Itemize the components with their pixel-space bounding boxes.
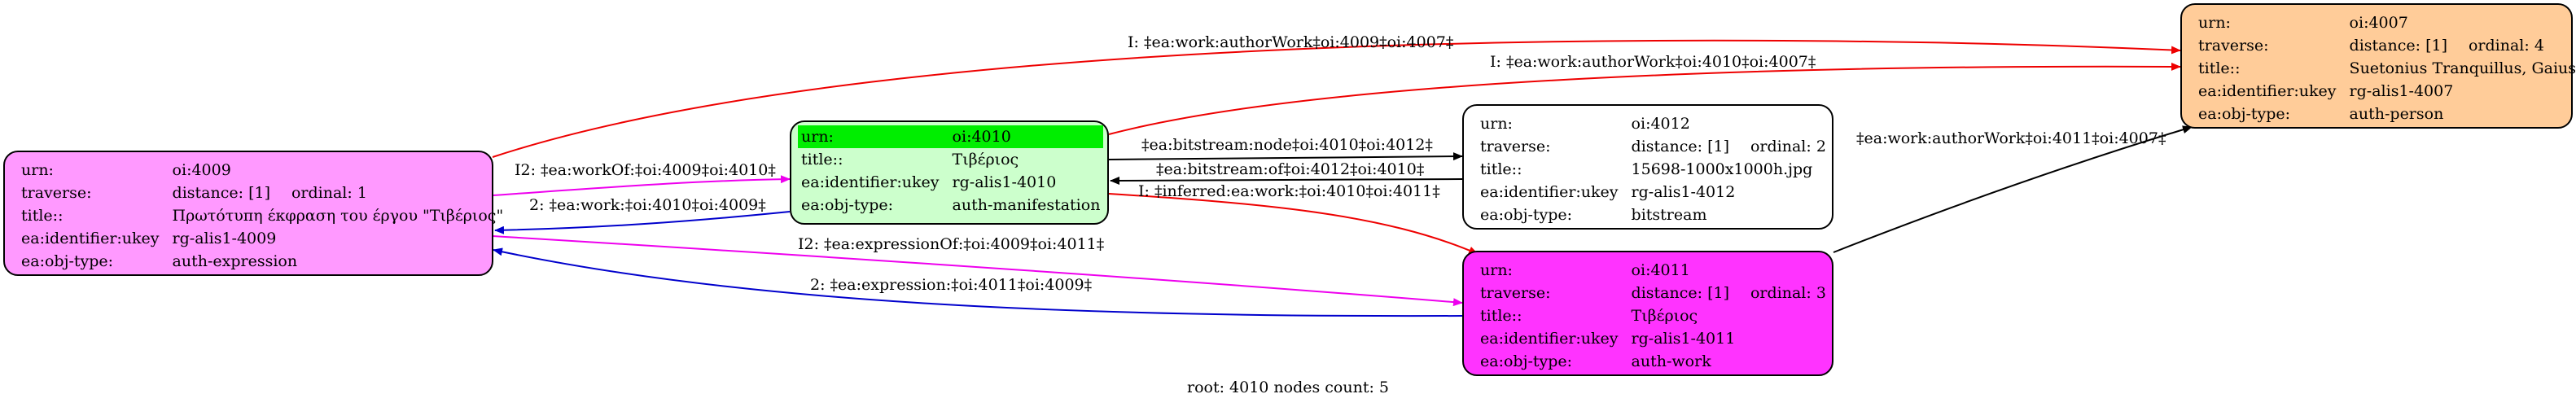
edge-label-4010-bitstream-node-4012: ‡ea:bitstream:node‡oi:4010‡oi:4012‡ <box>1141 136 1433 154</box>
edge-4010-work-4009 <box>494 211 791 234</box>
edge-label-4010-authorwork-4007: I: ‡ea:work:authorWork‡oi:4010‡oi:4007‡ <box>1490 53 1816 71</box>
node-4012[interactable]: urn: oi:4012 traverse: distance: [1] ordina… <box>1462 104 1833 230</box>
title-value: Τιβέριος <box>1631 307 1698 325</box>
edge-label-4012-bitstream-of-4010: ‡ea:bitstream:of‡oi:4012‡oi:4010‡ <box>1156 160 1424 178</box>
title-key: title:: <box>21 207 64 225</box>
node-4010-root[interactable]: urn:oi:4010 title::Τιβέριος ea:identifie… <box>790 120 1109 225</box>
objtype-value: bitstream <box>1631 206 1707 224</box>
ukey-value: rg-alis1-4007 <box>2349 82 2454 100</box>
edge-label-4010-inferred-work-4011: I: ‡inferred:ea:work:‡oi:4010‡oi:4011‡ <box>1138 182 1440 200</box>
objtype-value: auth-person <box>2349 105 2444 123</box>
ukey-key: ea:identifier:ukey <box>1480 330 1619 348</box>
edge-4012-bitstream-of-4010 <box>1110 176 1463 185</box>
ukey-key: ea:identifier:ukey <box>2198 82 2337 100</box>
edge-label-4011-expression-4009: 2: ‡ea:expression:‡oi:4011‡oi:4009‡ <box>810 276 1092 294</box>
traverse-value: distance: [1] <box>172 184 270 202</box>
edge-4010-inferred-work-4011 <box>1108 193 1479 255</box>
objtype-value: auth-manifestation <box>952 196 1101 214</box>
ukey-value: rg-alis1-4011 <box>1631 330 1736 348</box>
urn-value: oi:4011 <box>1631 261 1690 279</box>
node-4011[interactable]: urn: oi:4011 traverse: distance: [1] ordina… <box>1462 251 1833 376</box>
urn-key: urn: <box>2198 14 2231 32</box>
edge-4011-expression-4009 <box>493 247 1463 317</box>
edge-label-4011-authorwork-4007: ‡ea:work:authorWork‡oi:4011‡oi:4007‡ <box>1856 129 2166 147</box>
title-value: Τιβέριος <box>952 151 1019 168</box>
traverse-value: distance: [1] <box>1631 284 1729 302</box>
edge-label-4009-authorwork-4007: I: ‡ea:work:authorWork‡oi:4009‡oi:4007‡ <box>1128 33 1453 51</box>
objtype-key: ea:obj-type: <box>1480 206 1573 224</box>
objtype-key: ea:obj-type: <box>1480 352 1573 370</box>
traverse-value: distance: [1] <box>1631 138 1729 155</box>
urn-key: urn: <box>1480 115 1513 133</box>
node-4007[interactable]: urn: oi:4007 traverse: distance: [1] ordina… <box>2180 3 2576 129</box>
ukey-value: rg-alis1-4012 <box>1631 183 1736 201</box>
node-4009[interactable]: urn: oi:4009 traverse: distance: [1] ordina… <box>3 151 503 276</box>
edge-label-4009-expressionof-4011: I2: ‡ea:expressionOf:‡oi:4009‡oi:4011‡ <box>798 235 1104 253</box>
urn-key: urn: <box>798 125 949 148</box>
urn-value: oi:4009 <box>172 161 231 179</box>
traverse-value: distance: [1] <box>2349 37 2447 55</box>
edge-4009-workof-4010 <box>492 175 791 196</box>
ukey-value: rg-alis1-4009 <box>172 230 277 247</box>
ordinal-value: ordinal: 4 <box>2468 37 2544 55</box>
edge-4011-authorwork-4007 <box>1833 125 2193 253</box>
title-key: title:: <box>1480 307 1522 325</box>
title-key: title:: <box>2198 59 2241 77</box>
objtype-value: auth-expression <box>172 252 298 270</box>
ukey-value: rg-alis1-4010 <box>952 173 1057 191</box>
objtype-key: ea:obj-type: <box>801 196 894 214</box>
ukey-key: ea:identifier:ukey <box>801 173 940 191</box>
objtype-value: auth-work <box>1631 352 1711 370</box>
edge-4010-authorwork-4007 <box>1108 62 2181 135</box>
edge-label-4009-workof-4010: I2: ‡ea:workOf:‡oi:4009‡oi:4010‡ <box>515 161 776 179</box>
title-value: 15698-1000x1000h.jpg <box>1631 160 1813 178</box>
traverse-key: traverse: <box>1480 284 1551 302</box>
ordinal-value: ordinal: 3 <box>1750 284 1826 302</box>
traverse-key: traverse: <box>2198 37 2269 55</box>
edge-label-4010-work-4009: 2: ‡ea:work:‡oi:4010‡oi:4009‡ <box>529 196 766 214</box>
ordinal-value: ordinal: 1 <box>291 184 367 202</box>
ukey-key: ea:identifier:ukey <box>21 230 160 247</box>
title-key: title:: <box>1480 160 1522 178</box>
urn-key: urn: <box>1480 261 1513 279</box>
ordinal-value: ordinal: 2 <box>1750 138 1826 155</box>
urn-key: urn: <box>21 161 54 179</box>
ukey-key: ea:identifier:ukey <box>1480 183 1619 201</box>
edge-4009-expressionof-4011 <box>492 235 1463 307</box>
traverse-key: traverse: <box>1480 138 1551 155</box>
urn-value: oi:4010 <box>948 125 1104 148</box>
urn-value: oi:4012 <box>1631 115 1690 133</box>
urn-value: oi:4007 <box>2349 14 2408 32</box>
edge-4009-authorwork-4007 <box>492 39 2181 158</box>
title-value: Πρωτότυπη έκφραση του έργου "Τιβέριος" <box>172 207 504 225</box>
graph-caption: root: 4010 nodes count: 5 <box>1186 379 1390 396</box>
title-value: Suetonius Tranquillus, Gaius <box>2349 59 2576 77</box>
objtype-key: ea:obj-type: <box>21 252 114 270</box>
edge-4010-bitstream-node-4012 <box>1108 152 1463 161</box>
title-key: title:: <box>801 151 843 168</box>
traverse-key: traverse: <box>21 184 92 202</box>
objtype-key: ea:obj-type: <box>2198 105 2291 123</box>
